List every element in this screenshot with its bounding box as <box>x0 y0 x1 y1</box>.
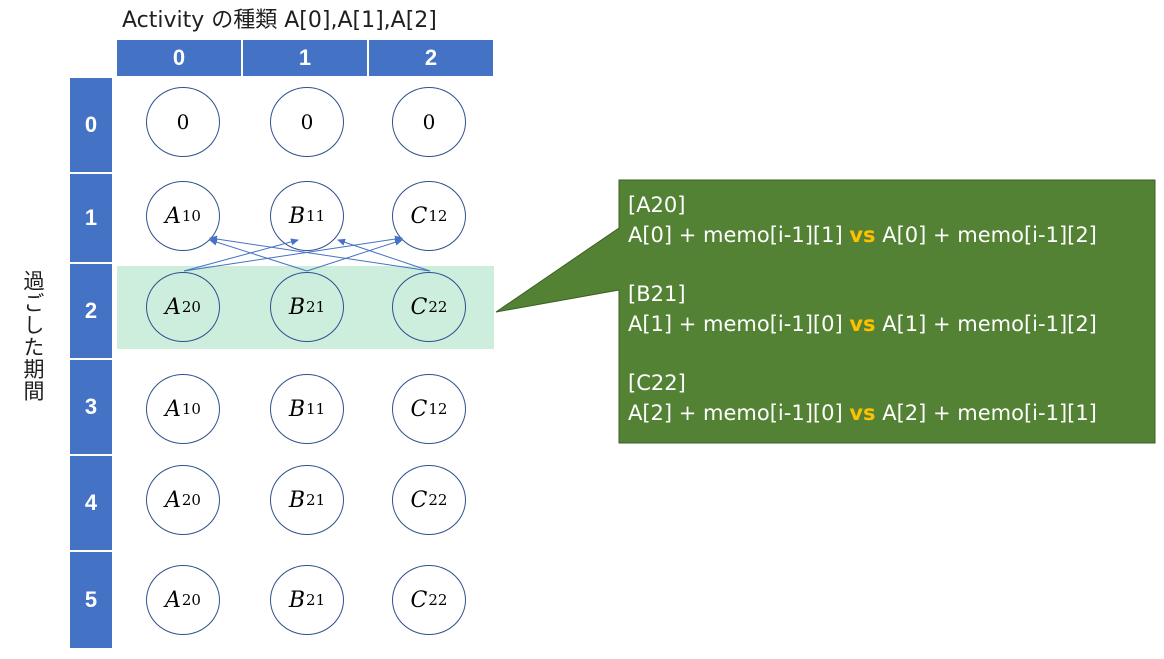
arrow-b21-to-c12 <box>306 238 403 272</box>
arrow-c22-to-a10 <box>209 235 431 272</box>
row-header-5: 5 <box>70 552 112 648</box>
arrow-a20-to-c12 <box>183 235 403 272</box>
callout-tag: [B21] <box>628 282 686 306</box>
arrow-c22-to-b11 <box>337 238 431 272</box>
callout-formula: A[1] + memo[i-1][0] vs A[1] + memo[i-1][… <box>628 312 1097 336</box>
callout-tag: [A20] <box>628 193 686 217</box>
row-header-3: 3 <box>70 360 112 454</box>
row-header-1: 1 <box>70 174 112 262</box>
column-header-0: 0 <box>117 40 241 76</box>
callout-tag: [C22] <box>628 371 686 395</box>
row-header-0: 0 <box>70 78 112 172</box>
arrow-a20-to-b11 <box>183 238 299 272</box>
callout-text: [A20] A[0] + memo[i-1][1] vs A[0] + memo… <box>628 190 1154 428</box>
column-header-1: 1 <box>243 40 367 76</box>
arrow-b21-to-a10 <box>209 238 308 272</box>
callout-block-a20: [A20] A[0] + memo[i-1][1] vs A[0] + memo… <box>628 190 1154 250</box>
callout-block-c22: [C22] A[2] + memo[i-1][0] vs A[2] + memo… <box>628 368 1154 428</box>
column-header-2: 2 <box>369 40 493 76</box>
node-r0-c0: 0 <box>146 87 220 157</box>
node-r0-c2: 0 <box>392 87 466 157</box>
row-header-4: 4 <box>70 456 112 550</box>
row-header-2: 2 <box>70 264 112 358</box>
diagram-title: Activity の種類 A[0],A[1],A[2] <box>122 8 437 33</box>
node-r0-c1: 0 <box>270 87 344 157</box>
callout-formula: A[2] + memo[i-1][0] vs A[2] + memo[i-1][… <box>628 401 1097 425</box>
y-axis-label: 過ごした期間 <box>21 270 45 402</box>
callout-block-b21: [B21] A[1] + memo[i-1][0] vs A[1] + memo… <box>628 279 1154 339</box>
callout-formula: A[0] + memo[i-1][1] vs A[0] + memo[i-1][… <box>628 223 1097 247</box>
